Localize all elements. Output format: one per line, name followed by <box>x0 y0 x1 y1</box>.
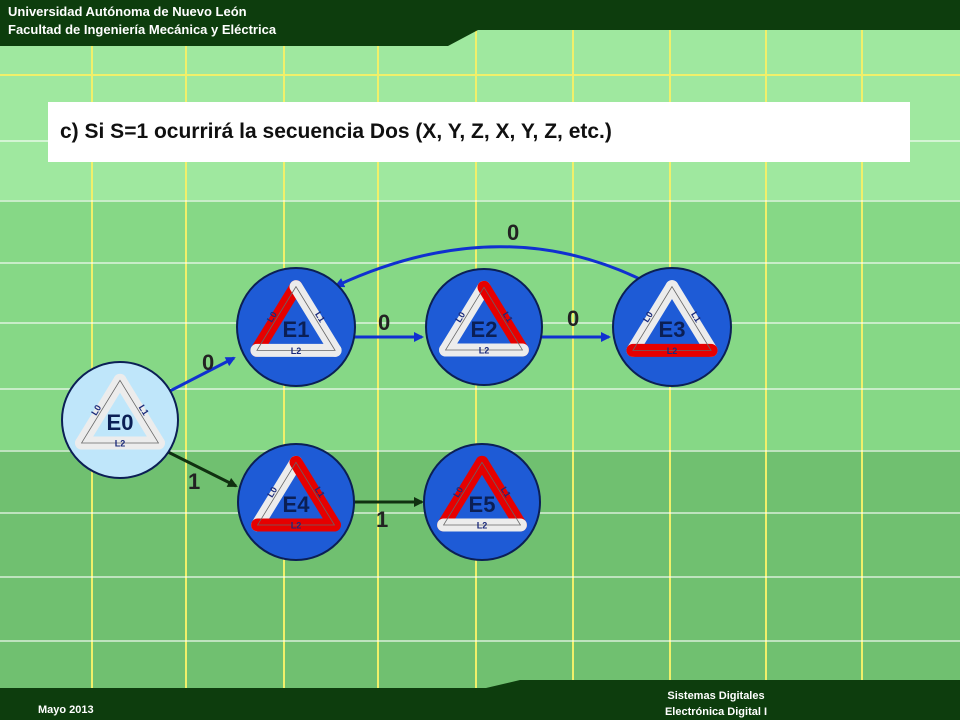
transition-label-e3-e1: 0 <box>507 220 519 245</box>
transition-label-e0-e1: 0 <box>202 350 214 375</box>
transition-label-e1-e2: 0 <box>378 310 390 335</box>
state-name: E1 <box>283 317 310 342</box>
segment-label-l1: L1 <box>689 310 703 324</box>
segment-label-l2: L2 <box>479 345 490 355</box>
state-name: E5 <box>469 492 496 517</box>
slide-title: c) Si S=1 ocurrirá la secuencia Dos (X, … <box>60 120 612 143</box>
transition-e0-e1 <box>167 356 236 394</box>
transition-e0-e4 <box>167 450 238 488</box>
header-bar: Universidad Autónoma de Nuevo León Facul… <box>0 0 960 46</box>
segment-label-l2: L2 <box>291 520 302 530</box>
segment-label-l1: L1 <box>137 403 151 417</box>
state-name: E2 <box>471 317 498 342</box>
footer-date: Mayo 2013 <box>38 704 94 716</box>
segment-label-l1: L1 <box>313 310 327 324</box>
title-box: c) Si S=1 ocurrirá la secuencia Dos (X, … <box>48 102 910 162</box>
segment-label-l2: L2 <box>115 438 126 448</box>
footer-bar: Mayo 2013 Sistemas Digitales Electrónica… <box>0 680 960 720</box>
footer-course-title: Sistemas Digitales <box>667 690 765 702</box>
university-name: Universidad Autónoma de Nuevo León <box>8 4 247 19</box>
transition-label-e0-e4: 1 <box>188 469 200 494</box>
segment-label-l1: L1 <box>499 485 513 499</box>
segment-label-l0: L0 <box>641 310 655 324</box>
segment-label-l0: L0 <box>453 310 467 324</box>
segment-label-l2: L2 <box>477 520 488 530</box>
segment-label-l1: L1 <box>313 485 327 499</box>
segment-label-l1: L1 <box>501 310 515 324</box>
faculty-name: Facultad de Ingeniería Mecánica y Eléctr… <box>8 22 277 37</box>
segment-label-l2: L2 <box>291 346 302 356</box>
transition-label-e2-e3: 0 <box>567 306 579 331</box>
segment-label-l0: L0 <box>265 485 279 499</box>
segment-label-l2: L2 <box>667 346 678 356</box>
state-name: E3 <box>659 317 686 342</box>
footer-course-subtitle: Electrónica Digital I <box>664 706 768 718</box>
state-name: E4 <box>283 492 311 517</box>
segment-label-l0: L0 <box>451 485 465 499</box>
segment-label-l0: L0 <box>89 403 103 417</box>
transition-label-e4-e5: 1 <box>376 507 388 532</box>
state-name: E0 <box>107 410 134 435</box>
transition-e3-e1 <box>334 245 645 288</box>
segment-label-l0: L0 <box>265 310 279 324</box>
